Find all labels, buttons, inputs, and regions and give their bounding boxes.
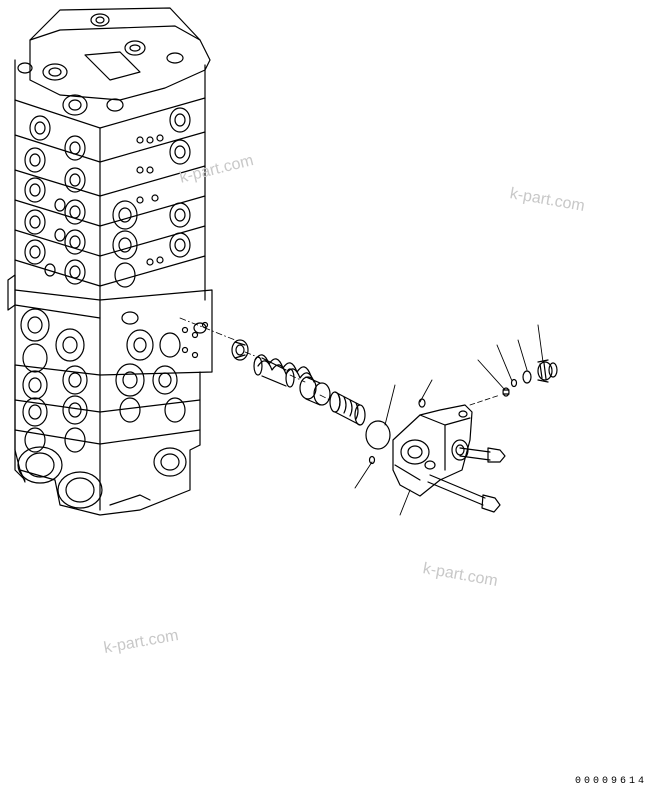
bolt: [427, 474, 501, 513]
plug: [537, 359, 558, 383]
drawing-number: 00009614: [574, 776, 647, 787]
spring: [329, 391, 366, 426]
o-ring-small: [368, 398, 426, 465]
exploded-parts: [179, 317, 558, 513]
o-ring: [510, 378, 518, 388]
orifice: [502, 387, 510, 397]
bolt: [459, 447, 506, 463]
control-valve-body: [7, 7, 213, 516]
spring: [253, 354, 315, 388]
leader-lines: [354, 324, 544, 516]
o-ring-large: [365, 420, 391, 450]
retainer: [299, 376, 331, 406]
spring-seat: [231, 339, 249, 361]
cover-block: [392, 404, 473, 497]
o-ring: [522, 370, 532, 384]
